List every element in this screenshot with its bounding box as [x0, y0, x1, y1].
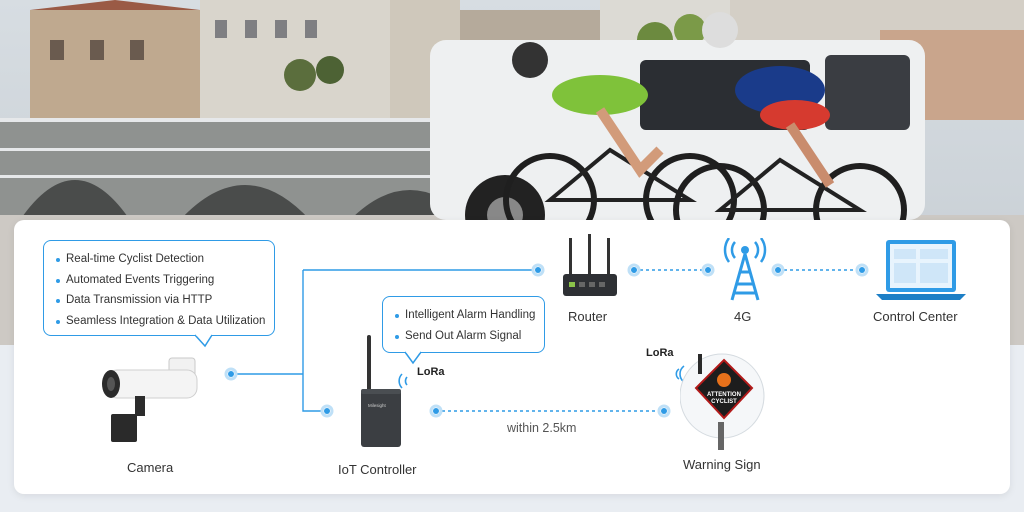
sign-text-line-2: CYCLIST	[711, 399, 737, 405]
controller-features-callout: Intelligent Alarm Handling Send Out Alar…	[382, 296, 545, 353]
feature-item: Real-time Cyclist Detection	[56, 249, 262, 270]
bullet-camera-icon	[102, 357, 198, 442]
node-label-control-center: Control Center	[873, 309, 958, 324]
warning-sign-icon	[680, 353, 765, 450]
feature-item: Data Transmission via HTTP	[56, 290, 262, 311]
node-label-4g: 4G	[734, 309, 752, 324]
wireless-signal-icon	[398, 373, 408, 389]
camera-features-callout: Real-time Cyclist Detection Automated Ev…	[43, 240, 275, 336]
lora-label-sign: LoRa	[646, 347, 674, 359]
router-icon	[563, 234, 617, 296]
laptop-icon	[876, 240, 966, 300]
distance-label: within 2.5km	[507, 421, 577, 435]
feature-item: Automated Events Triggering	[56, 270, 262, 291]
feature-item: Intelligent Alarm Handling	[395, 305, 535, 326]
callout-pointer	[194, 334, 213, 348]
feature-item: Send Out Alarm Signal	[395, 326, 532, 347]
node-label-warning-sign: Warning Sign	[683, 457, 761, 472]
background-photo	[0, 0, 1024, 345]
callout-pointer	[404, 351, 422, 365]
node-label-camera: Camera	[127, 460, 174, 475]
feature-item: Seamless Integration & Data Utilization	[56, 311, 265, 332]
sign-text-line-1: ATTENTION	[707, 392, 741, 398]
iot-controller-icon: Milesight	[361, 335, 401, 447]
cell-tower-icon	[723, 238, 767, 301]
junction-vertical-line	[302, 270, 327, 412]
controller-brand-logo: Milesight	[368, 403, 387, 408]
cycling-scene-illustration	[0, 0, 1024, 345]
lora-label-controller: LoRa	[417, 366, 445, 378]
node-label-iot-controller: IoT Controller	[338, 462, 417, 477]
node-label-router: Router	[568, 309, 608, 324]
